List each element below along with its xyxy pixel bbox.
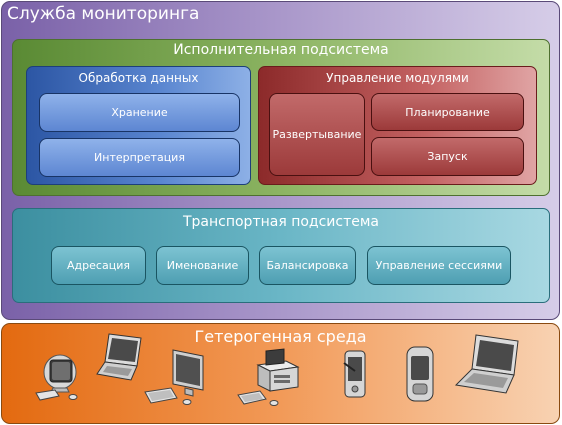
naming-block: Именование [156, 246, 249, 285]
addressing-block: Адресация [51, 246, 146, 285]
balancing-block: Балансировка [259, 246, 356, 285]
laptop-icon [96, 333, 142, 381]
storage-block: Хранение [39, 93, 240, 132]
transport-subsystem-title: Транспортная подсистема [182, 214, 380, 230]
planning-block: Планирование [371, 93, 524, 131]
lcd-computer-icon [144, 349, 204, 405]
executive-subsystem-title: Исполнительная подсистема [173, 42, 389, 58]
monitoring-service-title: Служба мониторинга [7, 4, 200, 24]
laptop-icon [454, 334, 519, 394]
heterogeneous-environment-title: Гетерогенная среда [194, 327, 367, 346]
deployment-block: Развертывание [269, 93, 365, 176]
interpretation-block: Интерпретация [39, 138, 240, 177]
module-management-title: Управление модулями [326, 71, 469, 85]
crt-computer-icon [35, 354, 78, 401]
launch-block: Запуск [371, 137, 524, 176]
data-processing-title: Обработка данных [78, 71, 199, 85]
session-management-block: Управление сессиями [367, 246, 511, 285]
phone-icon [406, 346, 434, 402]
pda-icon [343, 350, 366, 398]
server-icon [237, 348, 300, 406]
